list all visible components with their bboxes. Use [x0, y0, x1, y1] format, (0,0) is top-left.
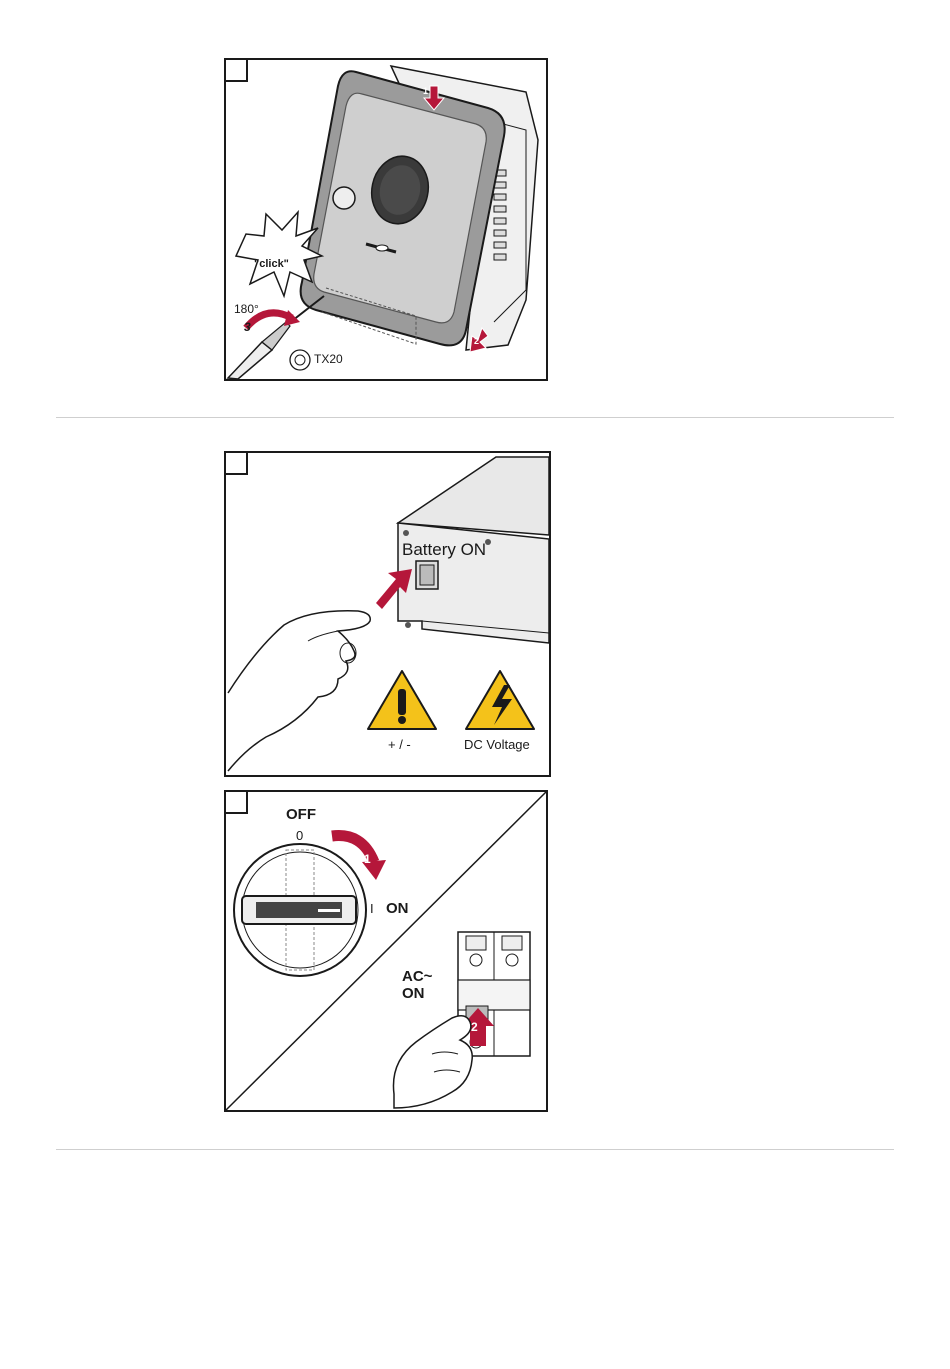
step-number-box — [226, 60, 248, 82]
figure-battery-on: Battery ON + / - DC Voltage — [224, 451, 551, 777]
on-label: ON — [386, 900, 409, 917]
step-number-box — [226, 453, 248, 475]
warning-left-caption: + / - — [388, 737, 411, 752]
on-marker: I — [370, 901, 374, 916]
rotation-text: 180° — [234, 302, 259, 316]
warning-triangle-icon — [368, 671, 436, 729]
tool-text: TX20 — [314, 352, 343, 366]
section-separator — [56, 1149, 894, 1150]
figure-close-cover: "click" 180° 1 2 3 TX20 — [224, 58, 548, 381]
section-separator — [56, 417, 894, 418]
figure-switch-on: OFF 0 ON I AC~ ON 1 2 — [224, 790, 548, 1112]
off-label: OFF — [286, 806, 316, 823]
step-marker-2: 2 — [474, 336, 479, 346]
hand-icon — [393, 1016, 472, 1108]
step-marker-3: 3 — [244, 320, 251, 334]
inverter-cover-illustration — [226, 60, 546, 379]
circuit-breaker-icon — [458, 932, 530, 1056]
off-marker: 0 — [296, 828, 303, 843]
step-marker-1: 1 — [364, 852, 371, 866]
click-text: "click" — [254, 258, 289, 270]
step-marker-1: 1 — [423, 86, 428, 96]
warning-right-caption: DC Voltage — [464, 737, 530, 752]
switch-illustration — [226, 792, 546, 1110]
ac-label-line2: ON — [402, 985, 425, 1002]
high-voltage-icon — [466, 671, 534, 729]
battery-illustration — [226, 453, 549, 775]
torx-icon — [290, 350, 310, 370]
ac-label-line1: AC~ — [402, 968, 432, 985]
step-number-box — [226, 792, 248, 814]
rotary-switch-icon — [234, 844, 366, 976]
battery-label: Battery ON — [402, 540, 486, 560]
hand-icon — [228, 611, 370, 771]
step-marker-2: 2 — [471, 1020, 478, 1034]
